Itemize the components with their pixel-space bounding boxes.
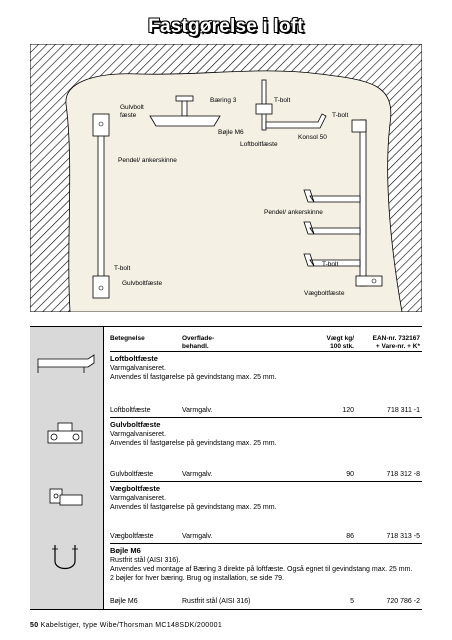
bojle-icon: [52, 545, 78, 570]
label-gulvboltfaeste: Gulvboltfæste: [122, 280, 162, 287]
product-desc: Varmgalvaniseret.: [110, 365, 166, 372]
col-header-overflade: Overflade- behandl.: [182, 335, 214, 351]
vaegboltfaeste-icon: [49, 488, 83, 506]
label-faeste: fæste: [120, 112, 137, 119]
footer: 50 Kabelstiger, type Wibe/Thorsman MC148…: [30, 622, 222, 629]
row-weight: 120: [342, 407, 354, 414]
product-desc: Anvendes til fastgørelse på gevindstang …: [110, 440, 277, 447]
product-desc: Anvendes ved montage af Bæring 3 direkte…: [110, 566, 413, 573]
label-tbolt-right: T-bolt: [332, 112, 348, 119]
row-weight: 5: [350, 598, 354, 605]
row-ean: 718 313 -5: [386, 533, 420, 540]
label-loftboltfaeste: Loftboltfæste: [240, 141, 278, 148]
gulvboltfaeste-icon: [47, 422, 83, 444]
label-tbolt-top: T-bolt: [274, 97, 290, 104]
product-desc: Rustfrit stål (AISI 316).: [110, 557, 181, 564]
col-header-vaegt-line1: Vægt kg/: [326, 335, 354, 342]
product-desc: 2 bøjler for hver bæring. Brug og instal…: [110, 575, 284, 582]
row-divider: [110, 543, 422, 544]
image-column: [30, 327, 104, 609]
product-desc: Varmgalvaniseret.: [110, 495, 166, 502]
col-header-vaegt: Vægt kg/ 100 stk.: [320, 335, 354, 351]
row-divider: [110, 481, 422, 482]
row-name: Gulvboltfæste: [110, 471, 154, 478]
row-surface: Varmgalv.: [182, 533, 213, 540]
row-surface: Varmgalv.: [182, 407, 213, 414]
footer-text: Kabelstiger, type Wibe/Thorsman MC148SDK…: [40, 622, 223, 629]
mounting-diagram: Gulvbolt fæste Bæring 3 Bøjle M6 T-bolt …: [30, 44, 422, 312]
row-name: Bøjle M6: [110, 598, 138, 605]
label-tbolt-bottom-left: T-bolt: [114, 265, 130, 272]
product-table: Betegnelse Overflade- behandl. Vægt kg/ …: [30, 326, 422, 610]
row-divider: [110, 417, 422, 418]
page-number: 50: [30, 622, 39, 629]
loftboltfaeste-icon: [37, 354, 95, 373]
label-pendel-right: Pendel/ ankerskinne: [264, 209, 323, 216]
label-tbolt-bottom-right: T-bolt: [322, 261, 338, 268]
row-name: Vægboltfæste: [110, 533, 154, 540]
col-header-ean-line2: + Vare-nr. + K*: [375, 343, 420, 350]
page-title: Fastgørelse i loft: [148, 16, 304, 37]
col-header-ean: EAN-nr. 732167 + Vare-nr. + K*: [358, 335, 420, 351]
product-desc: Anvendes til fastgørelse på gevindstang …: [110, 374, 277, 381]
row-surface: Rustfrit stål (AISI 316): [182, 598, 251, 605]
label-bojle: Bøjle M6: [218, 129, 244, 136]
label-vaegboltfaeste: Vægboltfæste: [304, 290, 345, 297]
label-konsol: Konsol 50: [298, 134, 327, 141]
product-title: Bøjle M6: [110, 546, 141, 555]
product-desc: Varmgalvaniseret.: [110, 431, 166, 438]
col-header-overflade-line2: behandl.: [182, 343, 209, 350]
product-desc: Anvendes til fastgørelse på gevindstang …: [110, 504, 277, 511]
row-ean: 718 312 -8: [386, 471, 420, 478]
label-gulvbolt: Gulvbolt: [120, 104, 144, 111]
product-title: Gulvboltfæste: [110, 420, 161, 429]
label-baering: Bæring 3: [210, 97, 237, 104]
row-name: Loftboltfæste: [110, 407, 151, 414]
row-ean: 718 311 -1: [387, 407, 420, 414]
row-ean: 720 786 -2: [386, 598, 420, 605]
col-header-vaegt-line2: 100 stk.: [330, 343, 354, 350]
row-weight: 90: [346, 471, 354, 478]
row-weight: 86: [346, 533, 354, 540]
col-header-ean-line1: EAN-nr. 732167: [372, 335, 420, 342]
label-pendel-left: Pendel/ ankerskinne: [118, 157, 177, 164]
header-divider: [110, 351, 422, 352]
row-surface: Varmgalv.: [182, 471, 213, 478]
product-title: Vægboltfæste: [110, 484, 161, 493]
col-header-betegnelse: Betegnelse: [110, 335, 145, 342]
product-title: Loftboltfæste: [110, 354, 158, 363]
col-header-overflade-line1: Overflade-: [182, 335, 215, 342]
